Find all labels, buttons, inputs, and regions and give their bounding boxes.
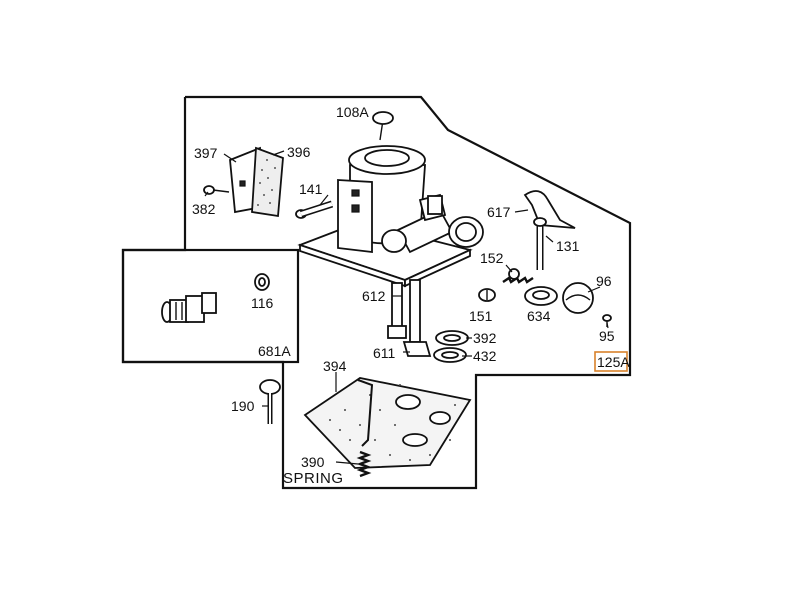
label-382: 382 bbox=[192, 201, 216, 217]
label-spring: SPRING bbox=[283, 470, 344, 487]
throttle-lever-assembly bbox=[523, 190, 576, 270]
label-141: 141 bbox=[299, 181, 323, 197]
highlight-box-125a bbox=[594, 351, 628, 372]
leader-lines bbox=[204, 150, 609, 465]
label-392: 392 bbox=[473, 330, 497, 346]
washer-634 bbox=[524, 286, 558, 306]
screw-95 bbox=[602, 314, 612, 327]
spring-152 bbox=[502, 268, 534, 284]
screw-151 bbox=[478, 288, 496, 302]
label-96: 96 bbox=[596, 273, 612, 289]
label-432: 432 bbox=[473, 348, 497, 364]
label-108a: 108A bbox=[336, 104, 369, 120]
label-397: 397 bbox=[194, 145, 218, 161]
washer-432 bbox=[433, 347, 467, 363]
pin-141 bbox=[295, 200, 334, 219]
screw-190 bbox=[259, 379, 281, 424]
needle-valve bbox=[161, 292, 217, 323]
washer-392 bbox=[435, 330, 469, 346]
gasket-394 bbox=[303, 377, 472, 469]
label-151: 151 bbox=[469, 308, 493, 324]
spring-390 bbox=[356, 450, 372, 478]
label-396: 396 bbox=[287, 144, 311, 160]
label-394: 394 bbox=[323, 358, 347, 374]
label-95: 95 bbox=[599, 328, 615, 344]
choke-plate-assembly bbox=[229, 146, 284, 218]
label-152: 152 bbox=[480, 250, 504, 266]
label-116: 116 bbox=[251, 295, 274, 311]
label-617: 617 bbox=[487, 204, 511, 220]
label-681a: 681A bbox=[258, 343, 291, 359]
oring-116 bbox=[254, 273, 270, 291]
label-125a: 125A bbox=[597, 354, 630, 370]
label-190: 190 bbox=[231, 398, 255, 414]
label-612: 612 bbox=[362, 288, 386, 304]
label-634: 634 bbox=[527, 308, 551, 324]
label-131: 131 bbox=[556, 238, 580, 254]
label-611: 611 bbox=[373, 345, 396, 361]
label-390: 390 bbox=[301, 454, 325, 470]
disc-96 bbox=[562, 282, 594, 314]
carburetor-body bbox=[297, 111, 484, 357]
inset-frame-681a bbox=[121, 248, 300, 364]
screw-382 bbox=[203, 185, 230, 195]
